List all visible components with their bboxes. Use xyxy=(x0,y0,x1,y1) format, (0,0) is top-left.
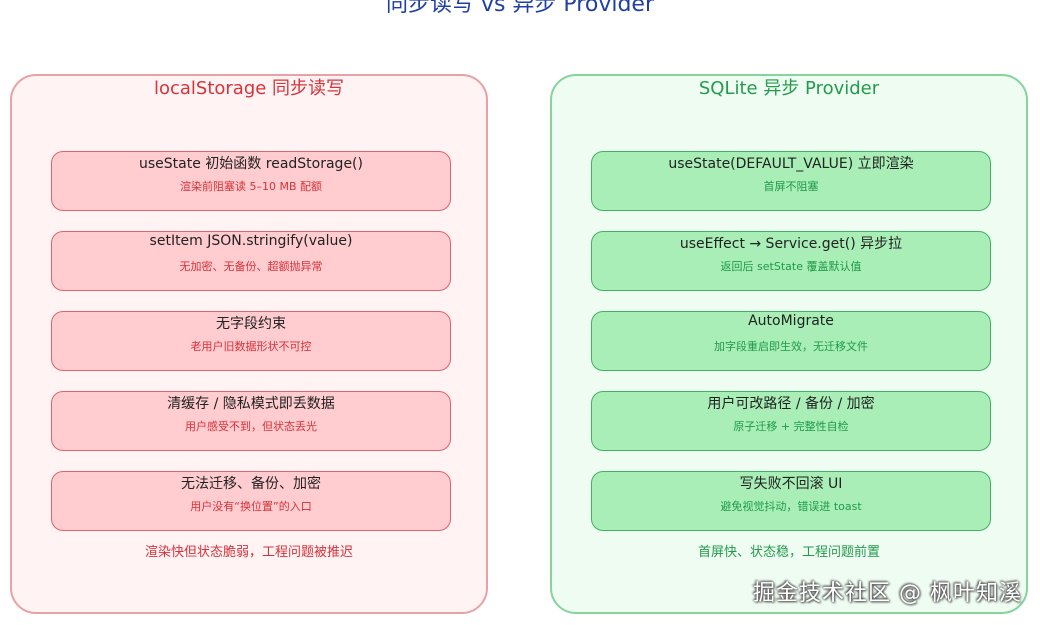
sqlite-card: 用户可改路径 / 备份 / 加密 原子迁移 + 完整性自检 xyxy=(591,391,991,451)
card-subtitle: 返回后 setState 覆盖默认值 xyxy=(720,260,862,273)
card-title: 用户可改路径 / 备份 / 加密 xyxy=(707,396,875,412)
localstorage-panel: localStorage 同步读写 useState 初始函数 readStor… xyxy=(10,74,488,614)
localstorage-card: useState 初始函数 readStorage() 渲染前阻塞读 5–10 … xyxy=(51,151,451,211)
localstorage-card: 清缓存 / 隐私模式即丢数据 用户感受不到，但状态丢光 xyxy=(51,391,451,451)
localstorage-card: 无字段约束 老用户旧数据形状不可控 xyxy=(51,311,451,371)
card-subtitle: 老用户旧数据形状不可控 xyxy=(190,340,312,353)
sqlite-panel-title: SQLite 异步 Provider xyxy=(698,78,880,99)
card-title: useState(DEFAULT_VALUE) 立即渲染 xyxy=(668,156,914,172)
sqlite-card: AutoMigrate 加字段重启即生效，无迁移文件 xyxy=(591,311,991,371)
localstorage-panel-title: localStorage 同步读写 xyxy=(153,78,345,99)
sqlite-panel: SQLite 异步 Provider useState(DEFAULT_VALU… xyxy=(550,74,1028,614)
sqlite-panel-footer: 首屏快、状态稳，工程问题前置 xyxy=(697,545,880,560)
diagram-title: 同步读写 vs 异步 Provider xyxy=(385,0,655,17)
card-subtitle: 用户没有“换位置”的入口 xyxy=(190,500,312,513)
card-subtitle: 无加密、无备份、超额抛异常 xyxy=(179,260,323,273)
card-title: setItem JSON.stringify(value) xyxy=(149,233,353,249)
sqlite-card: useEffect → Service.get() 异步拉 返回后 setSta… xyxy=(591,231,991,291)
sqlite-card: 写失败不回滚 UI 避免视觉抖动，错误进 toast xyxy=(591,471,991,531)
card-title: useEffect → Service.get() 异步拉 xyxy=(679,236,903,252)
card-title: 写失败不回滚 UI xyxy=(739,476,843,492)
card-subtitle: 加字段重启即生效，无迁移文件 xyxy=(714,340,868,353)
card-subtitle: 原子迁移 + 完整性自检 xyxy=(733,420,849,433)
card-subtitle: 用户感受不到，但状态丢光 xyxy=(185,420,317,433)
watermark: 掘金技术社区 @ 枫叶知溪 xyxy=(753,581,1022,606)
localstorage-card: setItem JSON.stringify(value) 无加密、无备份、超额… xyxy=(51,231,451,291)
card-title: 清缓存 / 隐私模式即丢数据 xyxy=(167,396,335,412)
sqlite-card: useState(DEFAULT_VALUE) 立即渲染 首屏不阻塞 xyxy=(591,151,991,211)
card-subtitle: 首屏不阻塞 xyxy=(763,180,819,193)
localstorage-card: 无法迁移、备份、加密 用户没有“换位置”的入口 xyxy=(51,471,451,531)
card-title: AutoMigrate xyxy=(748,313,834,329)
card-title: 无字段约束 xyxy=(216,316,286,332)
card-subtitle: 渲染前阻塞读 5–10 MB 配额 xyxy=(179,180,323,193)
card-title: useState 初始函数 readStorage() xyxy=(139,156,363,172)
localstorage-panel-footer: 渲染快但状态脆弱，工程问题被推迟 xyxy=(144,545,353,560)
card-subtitle: 避免视觉抖动，错误进 toast xyxy=(720,500,862,513)
card-title: 无法迁移、备份、加密 xyxy=(181,476,321,492)
